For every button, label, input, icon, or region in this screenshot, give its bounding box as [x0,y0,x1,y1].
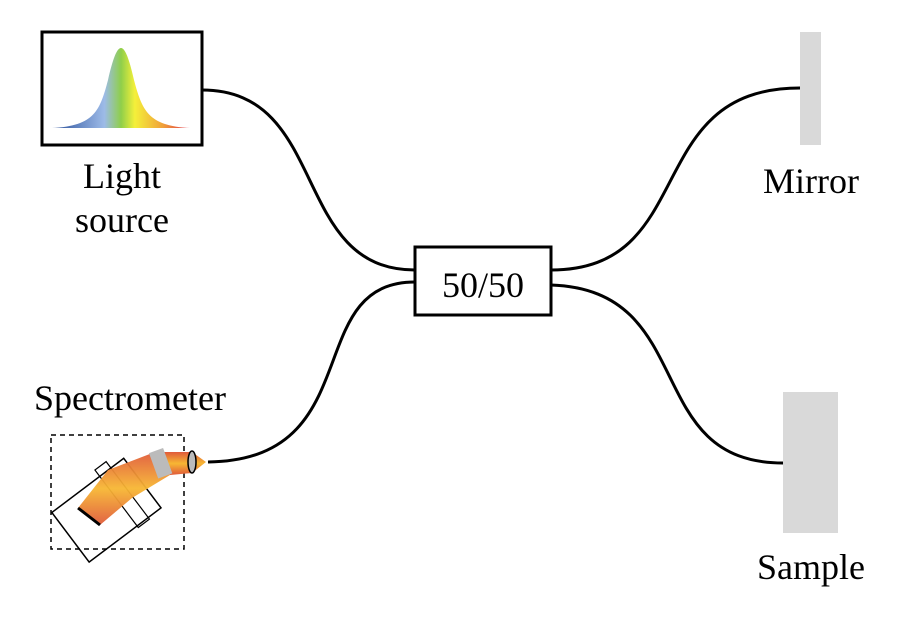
light-source [40,30,204,147]
fiber-mirror [550,86,801,272]
light-source-label: Light [83,156,161,196]
mirror [800,32,821,145]
fiber-spectrometer [207,280,416,464]
sample [783,392,838,533]
spectrum-curve-icon [52,48,190,128]
spectrometer-label: Spectrometer [34,378,226,418]
sample-label: Sample [757,547,865,587]
fiber-light-source [201,88,416,272]
spectrometer-icon [50,434,206,564]
fiber-sample [550,283,784,465]
coupler-box [413,245,553,317]
mirror-label: Mirror [763,161,859,201]
light-source-label-2: source [75,200,169,240]
coupler-label: 50/50 [442,265,524,305]
